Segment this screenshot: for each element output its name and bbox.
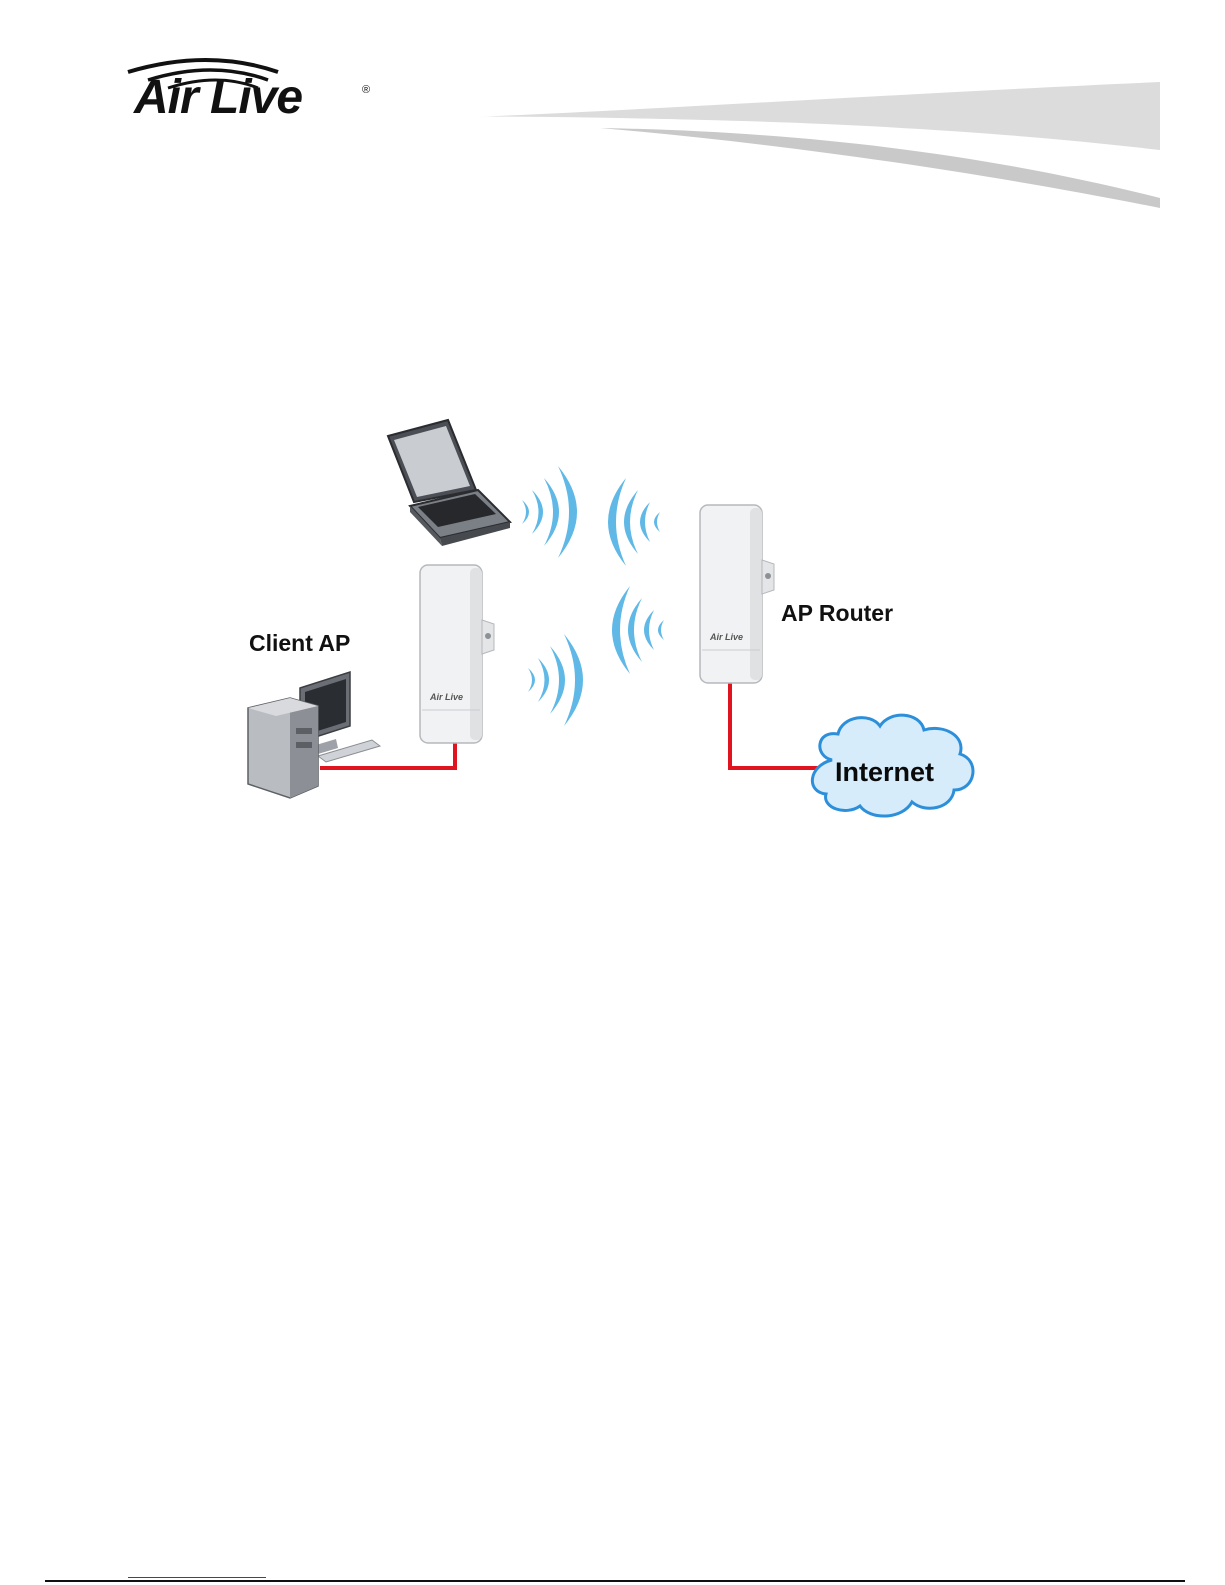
client-ap-label: Client AP xyxy=(249,630,350,657)
ap-router-device-icon: Air Live xyxy=(700,505,774,683)
ap-router-brand: Air Live xyxy=(709,632,743,642)
desktop-pc-icon xyxy=(248,672,380,798)
page-header: Air Live ® xyxy=(0,0,1225,230)
client-ap-device-icon: Air Live xyxy=(420,565,494,743)
brand-logo-text: Air Live xyxy=(134,70,302,125)
footer-link-underline[interactable] xyxy=(128,1577,266,1578)
registered-mark: ® xyxy=(362,84,370,96)
wireless-waves-icon xyxy=(522,466,664,726)
internet-label: Internet xyxy=(835,757,934,788)
footer-rule xyxy=(45,1580,1185,1582)
ap-router-label: AP Router xyxy=(781,600,893,627)
client-ap-brand: Air Live xyxy=(429,692,463,702)
header-swoosh-decoration xyxy=(450,80,1170,210)
laptop-icon xyxy=(388,420,510,546)
